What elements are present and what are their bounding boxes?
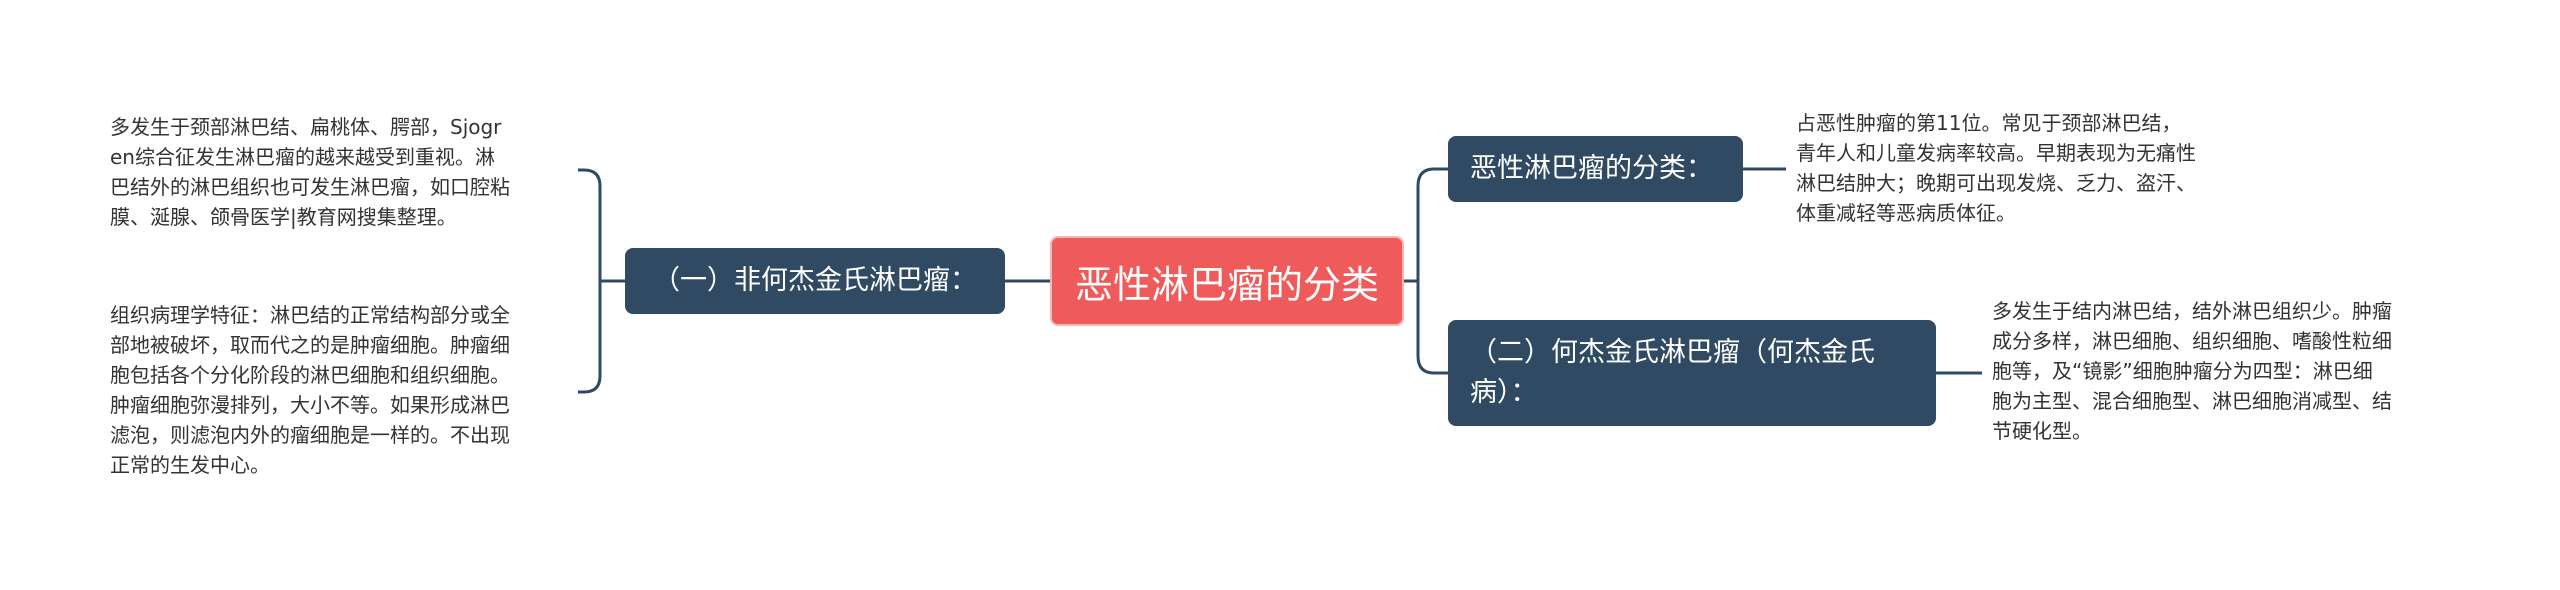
root-topic-label: 恶性淋巴瘤的分类 bbox=[1074, 262, 1379, 307]
branch-non-hodgkin[interactable]: （一）非何杰金氏淋巴瘤： bbox=[625, 248, 1005, 314]
leaf-non-hodgkin-sites: 多发生于颈部淋巴结、扁桃体、腭部，Sjogr en综合征发生淋巴瘤的越来越受到重… bbox=[110, 115, 510, 229]
leaf-hodgkin-types: 多发生于结内淋巴结，结外淋巴组织少。肿瘤 成分多样，淋巴细胞、组织细胞、嗜酸性粒… bbox=[1992, 299, 2392, 443]
branch-non-hodgkin-label: （一）非何杰金氏淋巴瘤： bbox=[653, 265, 977, 296]
branch-classification-label: 恶性淋巴瘤的分类： bbox=[1470, 153, 1713, 184]
branch-classification[interactable]: 恶性淋巴瘤的分类： bbox=[1448, 136, 1743, 202]
connector-root-right bbox=[1404, 167, 1448, 375]
branch-hodgkin[interactable]: （二）何杰金氏淋巴瘤（何杰金氏病）： bbox=[1448, 320, 1936, 426]
leaf-non-hodgkin-pathology: 组织病理学特征：淋巴结的正常结构部分或全 部地被破坏，取而代之的是肿瘤细胞。肿瘤… bbox=[110, 303, 510, 477]
root-topic[interactable]: 恶性淋巴瘤的分类 bbox=[1050, 236, 1404, 326]
leaf-classification-overview: 占恶性肿瘤的第11位。常见于颈部淋巴结， 青年人和儿童发病率较高。早期表现为无痛… bbox=[1796, 111, 2196, 225]
branch-hodgkin-label: （二）何杰金氏淋巴瘤（何杰金氏病）： bbox=[1470, 337, 1875, 408]
connector-left-leaves bbox=[578, 168, 625, 394]
